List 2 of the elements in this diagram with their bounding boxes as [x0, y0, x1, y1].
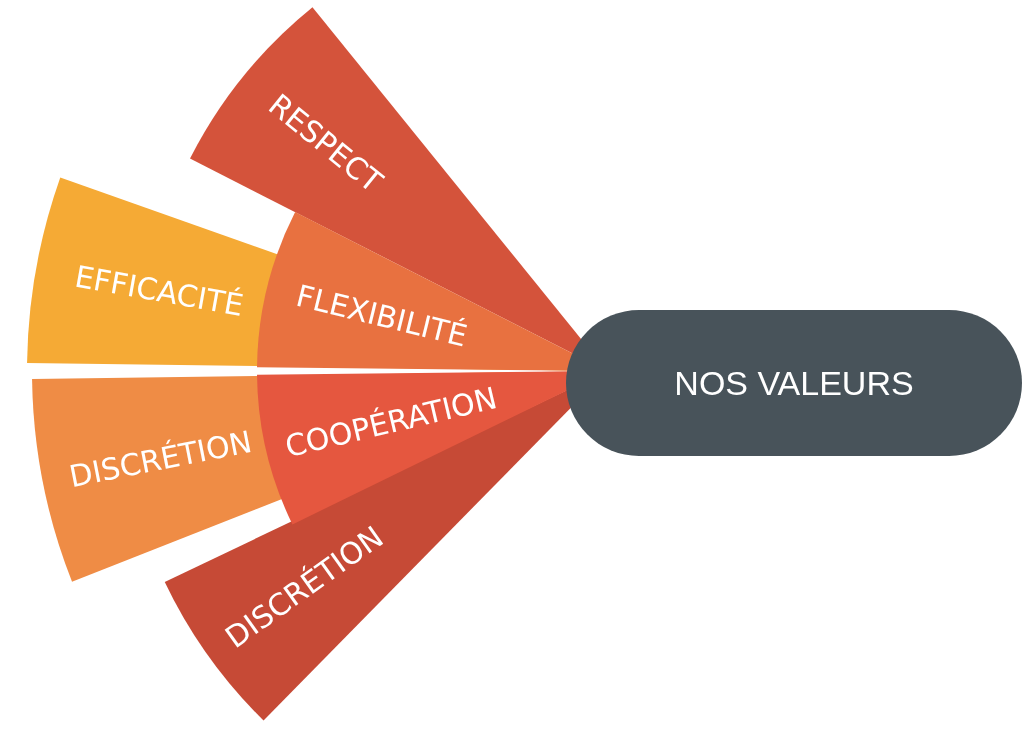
value-label: EFFICACITÉ	[72, 258, 247, 324]
title-label: NOS VALEURS	[674, 363, 914, 403]
